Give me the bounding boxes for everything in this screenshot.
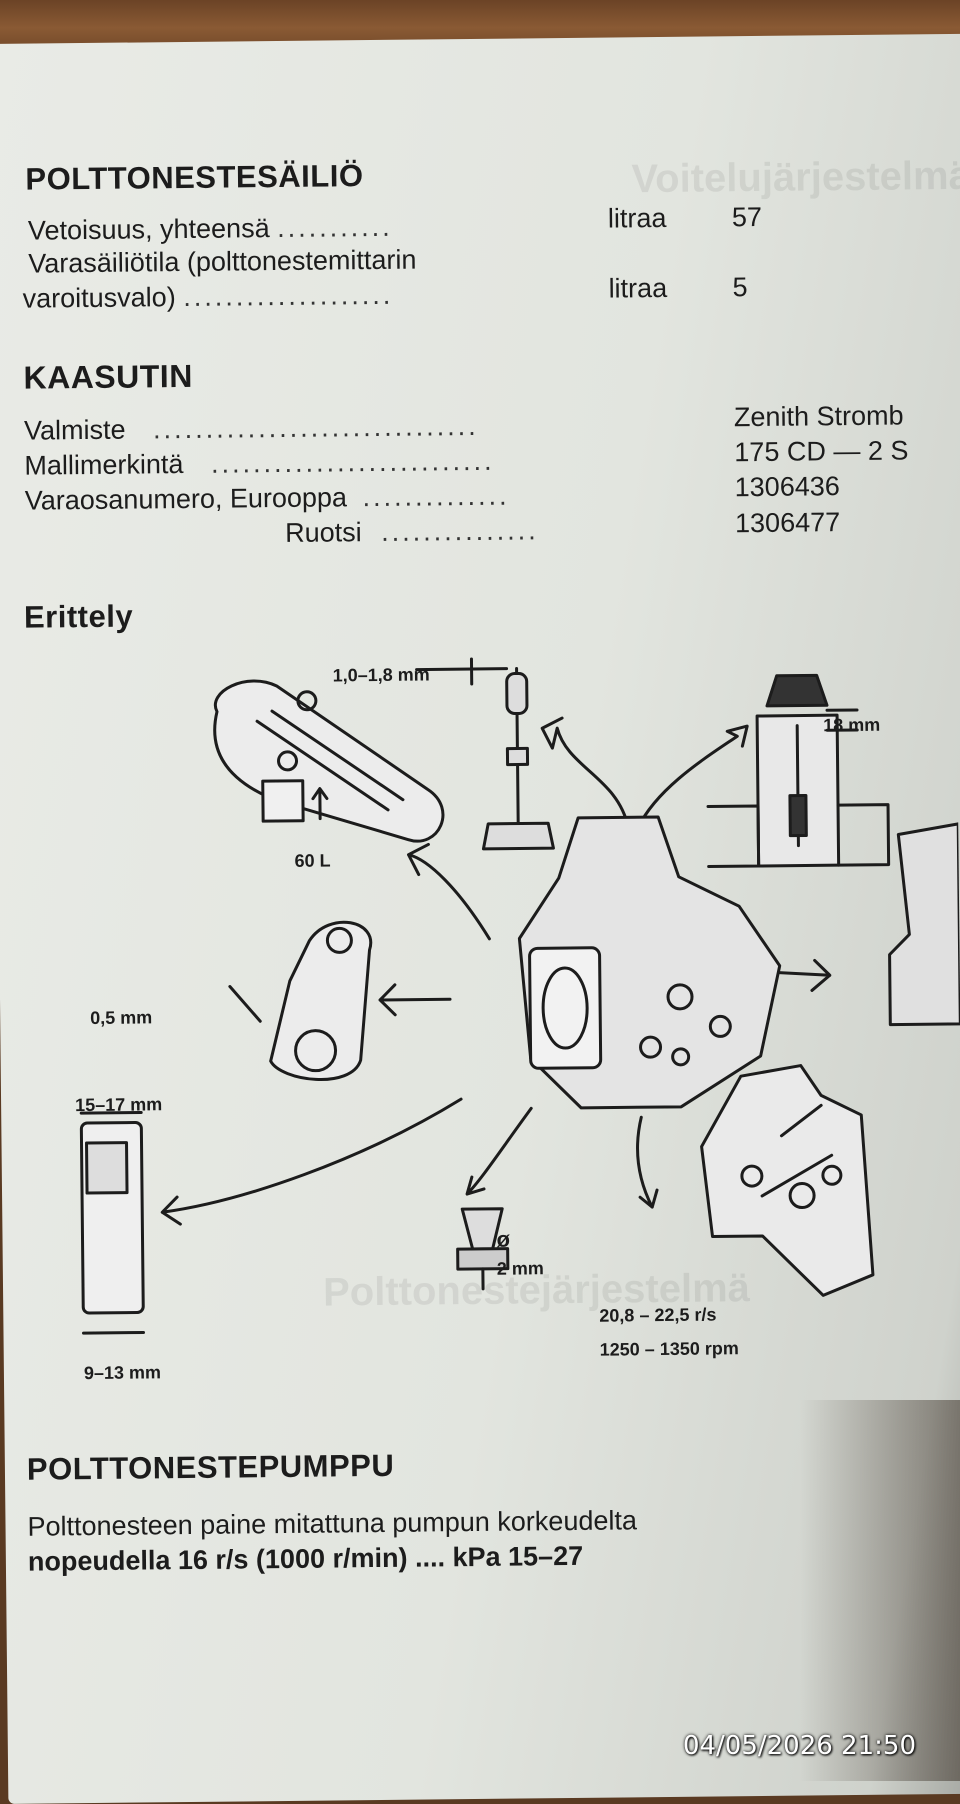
linkage-part [229,922,372,1081]
fuel-pump-heading: POLTTONESTEPUMPPU [27,1448,395,1488]
reserve-row: varoitusvalo) .................... [23,280,394,315]
leader-dots: .................... [183,280,393,312]
needle-depth-label: 18 mm [823,715,880,737]
reserve-value: 5 [732,272,747,303]
arrow-down [466,1108,532,1194]
arrow-down-right [637,1117,657,1207]
chamber-cover-part [214,679,443,843]
model-label: Mallimerkintä [24,449,183,481]
arrow-up-left [542,717,628,828]
part-se-label: Ruotsi [285,517,362,548]
idle-rs-label: 20,8 – 22,5 r/s [599,1304,716,1326]
photo-timestamp: 04/05/2026 21:50 [683,1731,916,1761]
damper-part [81,1112,143,1333]
jet-diameter-label: 2 mm [497,1258,544,1279]
arrow-to-cover [408,844,489,940]
carburettor-body [518,816,781,1109]
show-through-text: Voitelujärjestelmä [631,154,960,203]
arrow-up-right [637,726,748,827]
capacity-value: 57 [732,202,762,233]
part-eu-label: Varaosanumero, Eurooppa [25,482,348,515]
capacity-row: Vetoisuus, yhteensä ........... [28,212,393,247]
needle-section [707,675,889,867]
leader-dots: ............... [381,515,539,547]
breakdown-heading: Erittely [24,599,133,636]
reserve-label: Varasäiliötila (polttonestemittarin [28,245,416,280]
part-eu-row: Varaosanumero, Eurooppa .............. [25,481,510,517]
arrow-down-left [161,1099,462,1224]
leader-dots: ........... [277,212,393,243]
leader-dots: .............. [362,481,509,513]
damper-bottom-label: 9–13 mm [84,1362,161,1384]
make-label: Valmiste [24,415,126,446]
model-row: Mallimerkintä ..........................… [24,446,494,482]
needle-mark-label: 60 L [294,850,330,871]
part-se-row: Ruotsi ............... [285,515,539,549]
damper-top-label: 15–17 mm [75,1094,162,1116]
carburettor-heading: KAASUTIN [23,358,193,397]
idle-rpm-label: 1250 – 1350 rpm [600,1338,739,1360]
reserve-unit: litraa [608,273,667,305]
jet-diameter-symbol: ø [496,1227,510,1253]
finger-shadow [800,1400,960,1781]
make-value: Zenith Stromb [734,400,904,433]
model-value: 175 CD — 2 S [734,435,908,468]
float-gap-label: 1,0–1,8 mm [333,664,430,686]
make-row: Valmiste ............................... [24,411,479,447]
capacity-unit: litraa [608,203,667,235]
reserve-label-2: varoitusvalo) [23,282,176,314]
leader-dots: ........................... [211,446,495,479]
fuel-tank-heading: POLTTONESTESÄILIÖ [25,158,363,198]
pump-pressure-line-1: Polttonesteen paine mitattuna pumpun kor… [27,1505,637,1542]
pump-part [888,824,960,1025]
carburettor-exploded-diagram [56,634,960,1463]
pump-pressure-line-2: nopeudella 16 r/s (1000 r/min) .... kPa … [28,1541,584,1578]
part-eu-value: 1306436 [735,471,840,503]
leader-dots: ............................... [153,411,479,444]
throttle-linkage-part [701,1065,873,1297]
arrow-left [380,984,450,1015]
capacity-label: Vetoisuus, yhteensä [28,213,270,246]
link-gap-label: 0,5 mm [90,1007,152,1029]
part-se-value: 1306477 [735,507,840,539]
